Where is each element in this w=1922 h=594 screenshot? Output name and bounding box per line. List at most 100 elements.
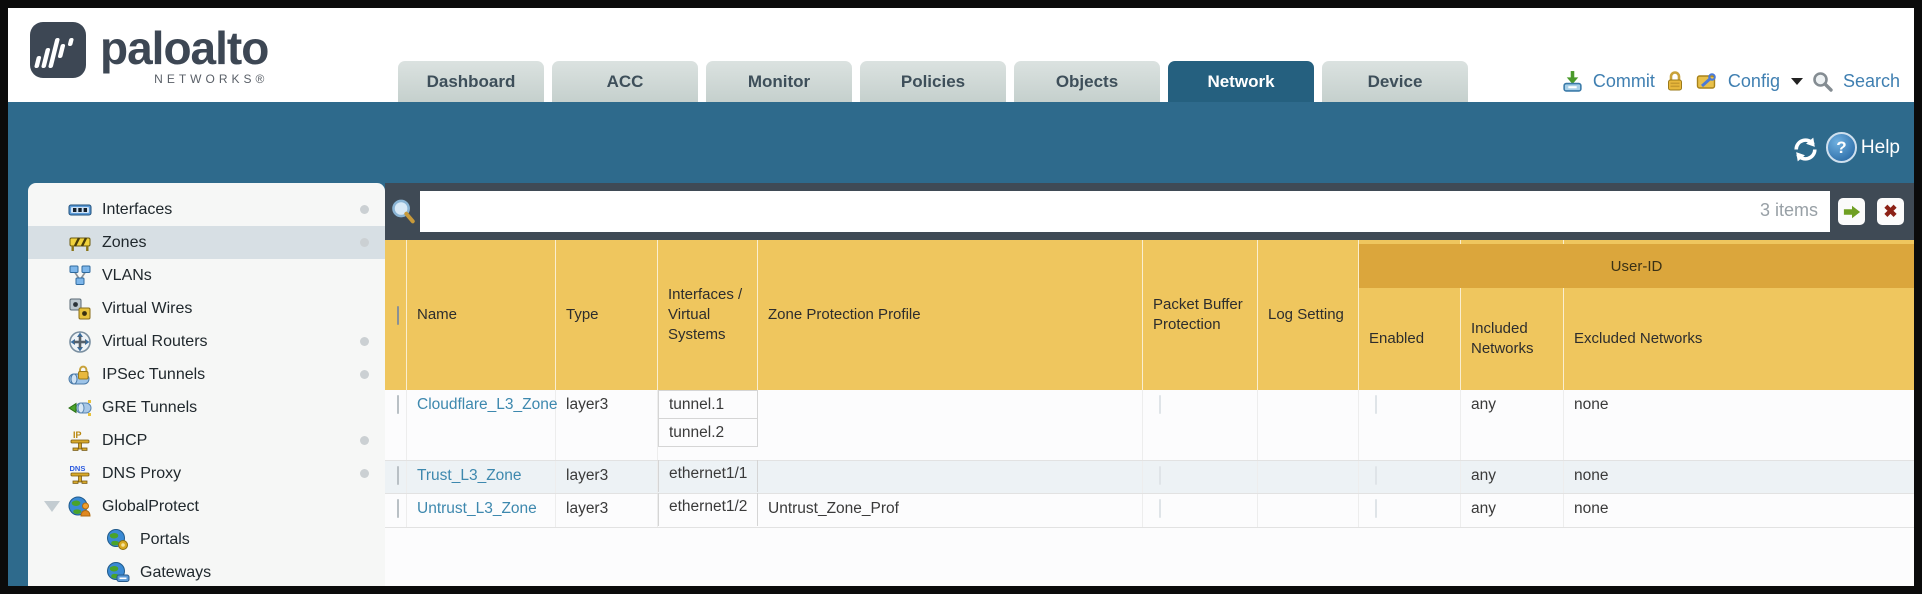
excluded-networks: none xyxy=(1574,467,1609,484)
lock-icon[interactable] xyxy=(1664,70,1686,93)
zone-protection-profile: Untrust_Zone_Prof xyxy=(758,494,1143,527)
table-header: Name Type Interfaces / Virtual Systems Z… xyxy=(385,240,1914,390)
red-x-icon: ✖ xyxy=(1883,201,1898,221)
sidebar-item-virtual-routers[interactable]: Virtual Routers xyxy=(28,325,385,358)
dhcp-icon: IP xyxy=(70,430,90,451)
tab-acc[interactable]: ACC xyxy=(552,61,698,102)
green-arrow-icon xyxy=(1843,205,1860,218)
sidebar-item-label: GRE Tunnels xyxy=(102,398,198,416)
col-header-enabled[interactable]: Enabled xyxy=(1359,240,1461,390)
tab-objects[interactable]: Objects xyxy=(1014,61,1160,102)
paloalto-logo: paloalto NETWORKS® xyxy=(28,20,269,86)
table-row: Untrust_L3_Zone layer3 ethernet1/2 Untru… xyxy=(385,493,1914,528)
row-checkbox[interactable] xyxy=(397,466,399,485)
paloalto-logo-icon xyxy=(30,22,86,78)
row-checkbox[interactable] xyxy=(397,499,399,518)
zone-interfaces: ethernet1/1 xyxy=(658,460,758,493)
sidebar-item-label: IPSec Tunnels xyxy=(102,365,206,383)
zone-interfaces: tunnel.1 tunnel.2 xyxy=(658,390,758,460)
col-header-name[interactable]: Name xyxy=(407,240,556,390)
app-frame: paloalto NETWORKS® Dashboard ACC Monitor… xyxy=(8,8,1914,586)
item-indicator-dot xyxy=(360,337,369,346)
zones-icon xyxy=(69,236,91,251)
filter-input[interactable] xyxy=(420,191,1830,232)
col-header-excluded-networks[interactable]: Excluded Networks xyxy=(1574,329,1703,347)
tab-monitor[interactable]: Monitor xyxy=(706,61,852,102)
user-id-enabled-checkbox xyxy=(1375,499,1377,518)
sidebar-item-interfaces[interactable]: Interfaces xyxy=(28,193,385,226)
dns-proxy-icon: DNS xyxy=(70,464,90,484)
refresh-button[interactable] xyxy=(1791,136,1820,168)
search-button[interactable]: Search xyxy=(1842,71,1900,91)
log-setting xyxy=(1258,494,1359,527)
tab-dashboard[interactable]: Dashboard xyxy=(398,61,544,102)
sidebar-item-vlans[interactable]: VLANs xyxy=(28,259,385,292)
sidebar-item-label: Zones xyxy=(102,233,147,251)
sidebar-item-globalprotect[interactable]: GlobalProtect xyxy=(28,490,385,523)
gre-tunnels-icon xyxy=(68,399,92,416)
expander-triangle-icon[interactable] xyxy=(44,501,60,512)
zone-protection-profile xyxy=(758,461,1143,493)
filter-input-box: 3 items xyxy=(420,191,1830,232)
apply-filter-button[interactable] xyxy=(1838,198,1865,225)
sidebar-item-label: VLANs xyxy=(102,266,152,284)
sidebar-item-ipsec-tunnels[interactable]: IPSec Tunnels xyxy=(28,358,385,391)
sidebar-item-dns-proxy[interactable]: DNS DNS Proxy xyxy=(28,457,385,490)
zone-interfaces: ethernet1/2 xyxy=(658,493,758,527)
zone-protection-profile xyxy=(758,390,1143,460)
log-setting xyxy=(1258,390,1359,460)
help-button[interactable]: ? Help xyxy=(1825,132,1900,163)
config-caret-icon[interactable] xyxy=(1790,78,1803,85)
col-header-type[interactable]: Type xyxy=(556,240,658,390)
included-networks: any xyxy=(1461,494,1564,527)
virtual-routers-icon xyxy=(69,330,91,353)
refresh-icon xyxy=(1794,137,1817,162)
interface-item: tunnel.1 xyxy=(658,390,758,419)
included-networks: any xyxy=(1461,461,1564,493)
tab-device[interactable]: Device xyxy=(1322,61,1468,102)
sidebar-item-portals[interactable]: Portals xyxy=(28,523,385,556)
zone-type: layer3 xyxy=(556,390,658,460)
config-menu[interactable]: Config xyxy=(1727,71,1780,91)
sidebar-item-label: Virtual Routers xyxy=(102,332,208,350)
zone-type: layer3 xyxy=(556,461,658,493)
log-setting xyxy=(1258,461,1359,493)
tab-network[interactable]: Network xyxy=(1168,61,1314,102)
sidebar-item-dhcp[interactable]: IP DHCP xyxy=(28,424,385,457)
sidebar-item-virtual-wires[interactable]: Virtual Wires xyxy=(28,292,385,325)
commit-icon[interactable] xyxy=(1561,70,1584,93)
col-header-included-networks[interactable]: Included Networks xyxy=(1461,240,1564,390)
sidebar-item-zones[interactable]: Zones xyxy=(28,226,385,259)
table-row: Trust_L3_Zone layer3 ethernet1/1 any non… xyxy=(385,460,1914,494)
user-id-enabled-checkbox xyxy=(1375,395,1377,414)
help-label: Help xyxy=(1860,136,1900,158)
commit-button[interactable]: Commit xyxy=(1592,71,1655,91)
clear-filter-button[interactable]: ✖ xyxy=(1877,198,1904,225)
main-nav-tabs: Dashboard ACC Monitor Policies Objects N… xyxy=(398,61,1468,102)
select-all-checkbox[interactable] xyxy=(397,305,399,325)
help-icon: ? xyxy=(1825,132,1857,163)
zone-type: layer3 xyxy=(556,494,658,527)
globalprotect-icon xyxy=(68,496,91,516)
row-checkbox[interactable] xyxy=(397,395,399,414)
tab-policies[interactable]: Policies xyxy=(860,61,1006,102)
network-sidebar: Interfaces Zones VLANs xyxy=(28,183,385,586)
sidebar-item-gre-tunnels[interactable]: GRE Tunnels xyxy=(28,391,385,424)
table-row: Cloudflare_L3_Zone layer3 tunnel.1 tunne… xyxy=(385,390,1914,461)
zone-name-link[interactable]: Trust_L3_Zone xyxy=(417,467,522,484)
col-header-interfaces[interactable]: Interfaces / Virtual Systems xyxy=(658,240,758,390)
svg-text:DNS: DNS xyxy=(70,464,86,473)
zone-name-link[interactable]: Untrust_L3_Zone xyxy=(417,500,537,517)
search-icon[interactable] xyxy=(1812,71,1834,93)
item-indicator-dot xyxy=(360,370,369,379)
interfaces-icon xyxy=(68,204,92,215)
item-indicator-dot xyxy=(360,205,369,214)
col-header-log-setting[interactable]: Log Setting xyxy=(1258,240,1359,390)
col-header-packet-buffer[interactable]: Packet Buffer Protection xyxy=(1143,240,1258,390)
sidebar-item-gateways[interactable]: Gateways xyxy=(28,556,385,586)
col-header-zone-protection[interactable]: Zone Protection Profile xyxy=(758,240,1143,390)
config-icon[interactable] xyxy=(1695,71,1719,93)
zone-name-link[interactable]: Cloudflare_L3_Zone xyxy=(417,396,558,413)
gateways-icon xyxy=(107,561,130,582)
ipsec-tunnels-icon xyxy=(68,365,90,384)
